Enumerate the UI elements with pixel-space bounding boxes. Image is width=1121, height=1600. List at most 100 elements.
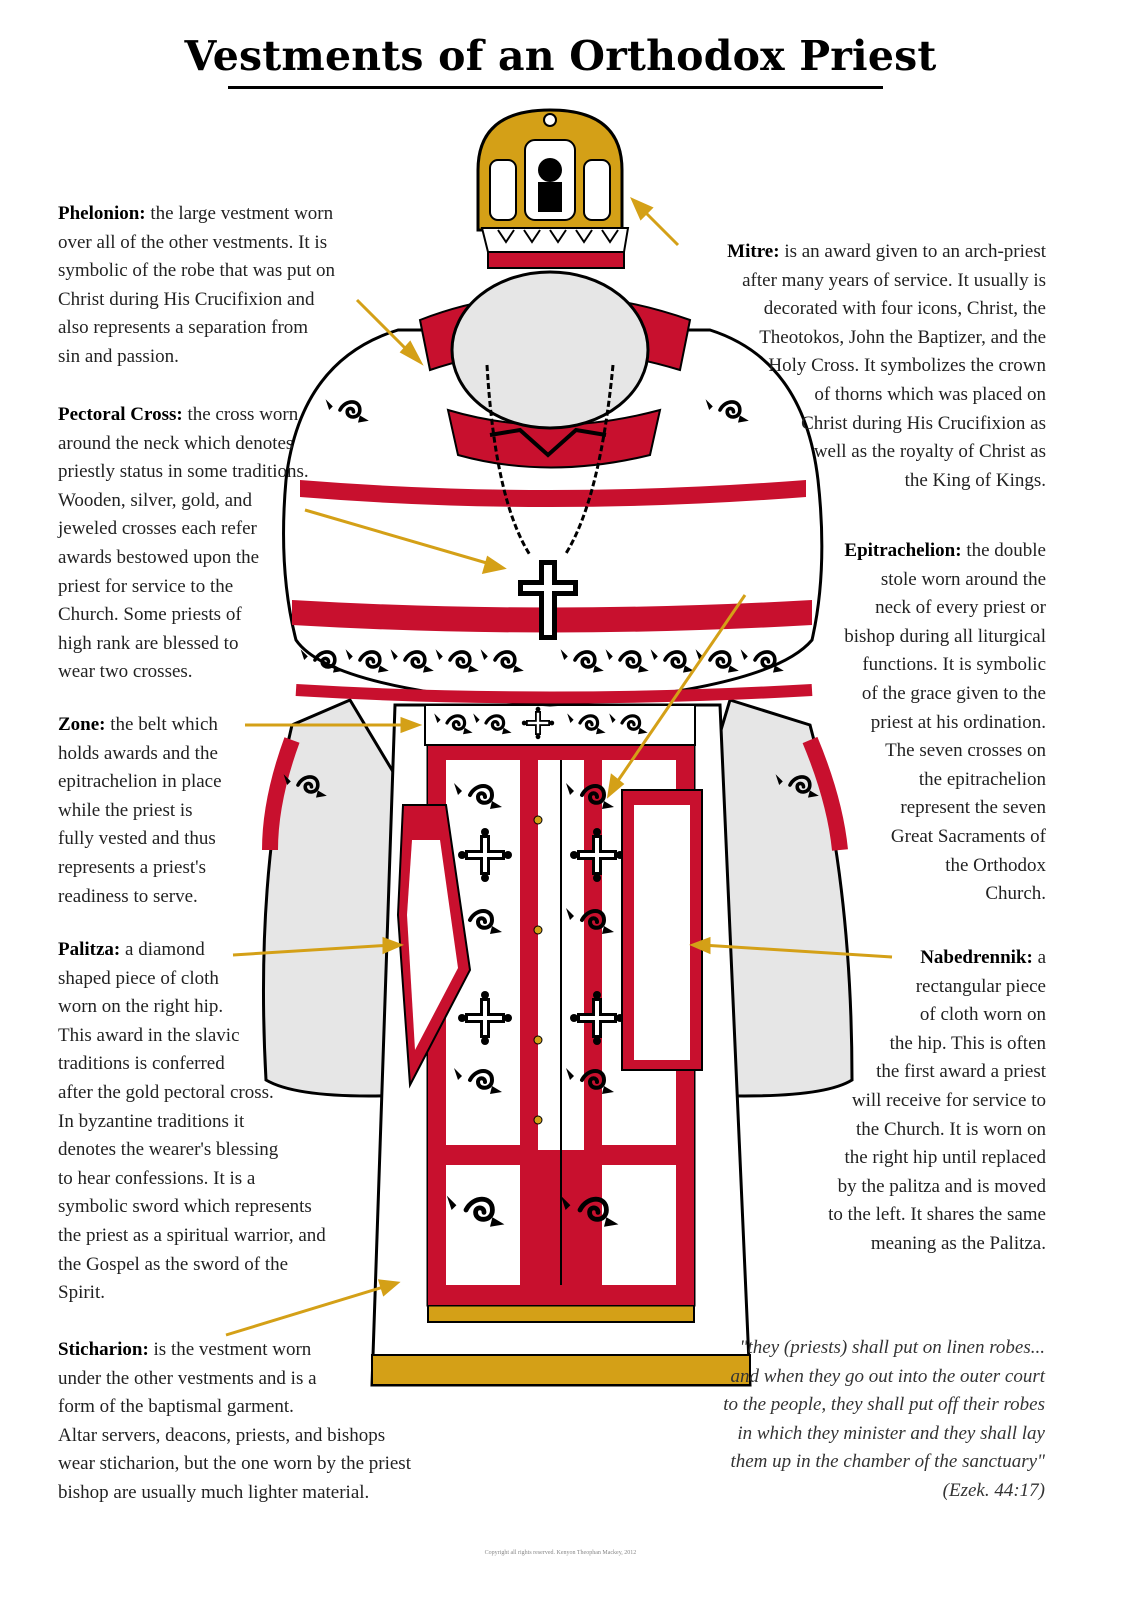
line: to the left. It shares the same (828, 1204, 1046, 1226)
line: priestly status in some traditions. (58, 461, 309, 483)
term-pectoral-cross: Pectoral Cross: (58, 404, 183, 425)
title-underline (228, 86, 883, 89)
head-blank (450, 270, 650, 430)
annotation-phelonion: Phelonion: the large vestment worn over … (58, 200, 398, 372)
mitre-shape (476, 108, 630, 269)
line: holds awards and the (58, 742, 218, 764)
line: priest at his ordination. (870, 711, 1046, 733)
term-zone: Zone: (58, 714, 106, 735)
line: the cross worn (187, 404, 299, 425)
line: Church. Some priests of (58, 604, 242, 626)
line: Wooden, silver, gold, and (58, 489, 253, 511)
line: while the priest is (58, 799, 193, 821)
line: Holy Cross. It symbolizes the crown (768, 355, 1046, 377)
line: Great Sacraments of (890, 825, 1046, 847)
line: is the vestment worn (153, 1339, 312, 1360)
term-palitza: Palitza: (58, 939, 121, 960)
quote-citation: (Ezek. 44:17) (942, 1479, 1045, 1501)
line: symbolic sword which represents (58, 1196, 312, 1218)
line: high rank are blessed to (58, 632, 239, 654)
line: worn on the right hip. (58, 996, 224, 1018)
annotation-palitza: Palitza: a diamond shaped piece of cloth… (58, 936, 378, 1308)
line: traditions is conferred (58, 1053, 225, 1075)
scripture-quote: "they (priests) shall put on linen robes… (645, 1334, 1045, 1505)
line: This award in the slavic (58, 1024, 240, 1046)
annotation-epitrachelion: Epitrachelion: the double stole worn aro… (781, 537, 1046, 909)
quote-line: "they (priests) shall put on linen robes… (739, 1337, 1045, 1358)
line: jeweled crosses each refer (58, 518, 257, 540)
line: is an award given to an arch-priest (784, 241, 1046, 262)
line: priest for service to the (58, 575, 234, 597)
line: also represents a separation from (58, 317, 309, 339)
line: Spirit. (58, 1282, 105, 1304)
line: shaped piece of cloth (58, 967, 219, 989)
annotation-nabedrennik: Nabedrennik: a rectangular piece of clot… (756, 944, 1046, 1259)
term-phelonion: Phelonion: (58, 203, 146, 224)
line: by the palitza and is moved (837, 1175, 1046, 1197)
line: the first award a priest (876, 1061, 1046, 1083)
line: Christ during His Crucifixion and (58, 288, 315, 310)
line: denotes the wearer's blessing (58, 1139, 279, 1161)
line: awards bestowed upon the (58, 546, 260, 568)
line: stole worn around the (880, 568, 1046, 590)
line: symbolic of the robe that was put on (58, 260, 336, 282)
term-nabedrennik: Nabedrennik: (920, 947, 1033, 968)
line: bishop are usually much lighter material… (58, 1481, 370, 1503)
line: bishop during all liturgical (844, 625, 1046, 647)
line: over all of the other vestments. It is (58, 231, 328, 253)
line: readiness to serve. (58, 885, 198, 907)
term-mitre: Mitre: (727, 241, 780, 262)
copyright-notice: Copyright all rights reserved. Kenyon Th… (484, 1550, 637, 1556)
line: decorated with four icons, Christ, the (763, 298, 1046, 320)
line: rectangular piece (915, 975, 1046, 997)
line: the large vestment worn (150, 203, 334, 224)
line: the hip. This is often (889, 1032, 1046, 1054)
term-epitrachelion: Epitrachelion: (844, 540, 962, 561)
line: The seven crosses on (885, 740, 1046, 762)
annotation-mitre: Mitre: is an award given to an arch-prie… (656, 238, 1046, 495)
line: of cloth worn on (919, 1004, 1046, 1026)
line: meaning as the Palitza. (870, 1232, 1046, 1254)
line: represent the seven (900, 797, 1046, 819)
line: the epitrachelion (918, 768, 1046, 790)
annotation-zone: Zone: the belt which holds awards and th… (58, 711, 258, 911)
line: wear sticharion, but the one worn by the… (58, 1453, 411, 1475)
line: the double (966, 540, 1046, 561)
line: a (1037, 947, 1046, 968)
annotation-pectoral-cross: Pectoral Cross: the cross worn around th… (58, 401, 368, 687)
line: under the other vestments and is a (58, 1367, 317, 1389)
line: Altar servers, deacons, priests, and bis… (58, 1424, 386, 1446)
line: wear two crosses. (58, 661, 193, 683)
line: neck of every priest or (875, 597, 1046, 619)
line: the right hip until replaced (844, 1147, 1046, 1169)
line: Christ during His Crucifixion as (801, 412, 1046, 434)
line: sin and passion. (58, 345, 179, 367)
line: around the neck which denotes (58, 432, 294, 454)
line: fully vested and thus (58, 828, 216, 850)
annotation-sticharion: Sticharion: is the vestment worn under t… (58, 1336, 498, 1508)
pectoral-cross-shape (518, 560, 578, 640)
line: the belt which (110, 714, 218, 735)
line: In byzantine traditions it (58, 1110, 245, 1132)
line: well as the royalty of Christ as (813, 441, 1046, 463)
line: after the gold pectoral cross. (58, 1081, 274, 1103)
line: will receive for service to (851, 1089, 1046, 1111)
pointer-arrows (225, 197, 893, 1337)
line: to hear confessions. It is a (58, 1167, 256, 1189)
line: the Gospel as the sword of the (58, 1253, 289, 1275)
quote-line: to the people, they shall put off their … (723, 1394, 1045, 1415)
line: of thorns which was placed on (814, 383, 1046, 405)
line: the priest as a spiritual warrior, and (58, 1224, 326, 1246)
line: functions. It is symbolic (862, 654, 1046, 676)
line: Theotokos, John the Baptizer, and the (759, 326, 1046, 348)
line: Church. (985, 883, 1046, 905)
line: the Orthodox (945, 854, 1046, 876)
line: represents a priest's (58, 856, 206, 878)
line: of the grace given to the (861, 682, 1046, 704)
line: the Church. It is worn on (856, 1118, 1046, 1140)
line: the King of Kings. (904, 469, 1046, 491)
quote-line: them up in the chamber of the sanctuary" (730, 1451, 1045, 1472)
quote-line: and when they go out into the outer cour… (730, 1365, 1045, 1387)
quote-line: in which they minister and they shall la… (737, 1422, 1045, 1444)
